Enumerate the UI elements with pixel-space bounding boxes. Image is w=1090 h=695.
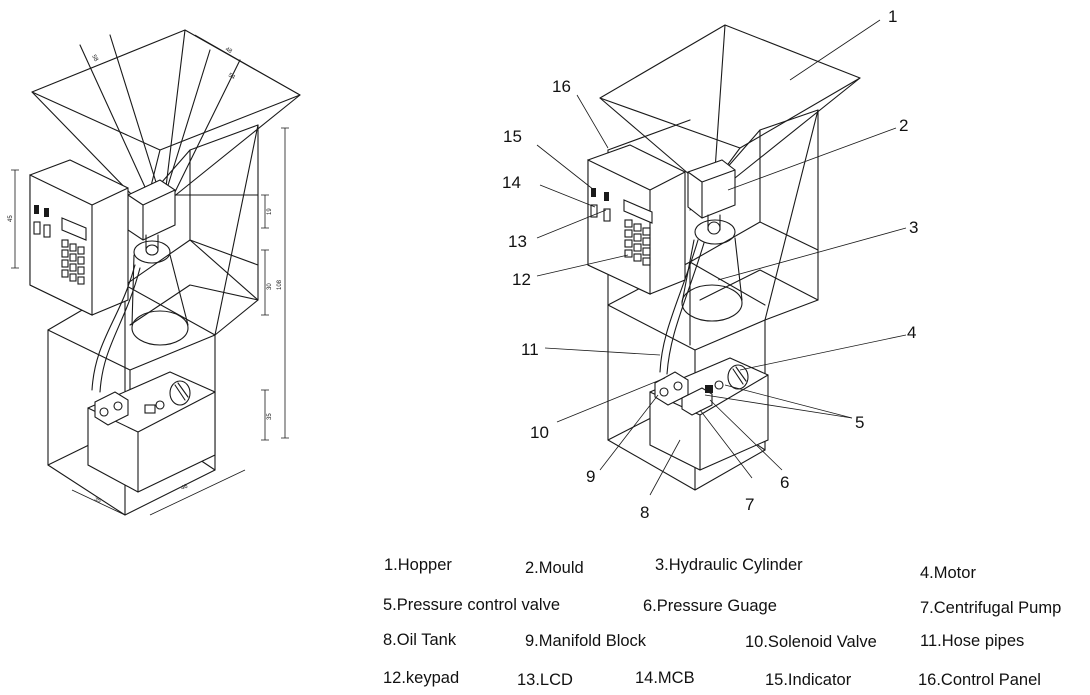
callout-7: 7 [745, 495, 754, 514]
legend-item-8: 8.Oil Tank [383, 631, 457, 649]
legend-item-4: 4.Motor [920, 564, 976, 582]
labeled-drawing: 1 2 3 4 5 6 7 8 9 10 11 12 13 14 15 16 [502, 7, 918, 522]
legend-item-16: 16.Control Panel [918, 671, 1041, 689]
dim-label-5: 19 [267, 208, 273, 215]
callout-3: 3 [909, 218, 918, 237]
right-mould [687, 159, 736, 219]
legend-item-3: 3.Hydraulic Cylinder [655, 556, 803, 574]
legend-item-12: 12.keypad [383, 669, 460, 687]
leader-lines [536, 19, 907, 496]
left-hose-pipes [91, 264, 141, 393]
left-keypad [61, 239, 85, 285]
callout-4: 4 [907, 323, 916, 342]
callout-11: 11 [521, 340, 539, 359]
callout-14: 14 [502, 173, 521, 192]
legend-item-5: 5.Pressure control valve [383, 596, 560, 614]
legend-item-15: 15.Indicator [765, 671, 852, 689]
right-keypad [624, 219, 651, 266]
right-cylinder [681, 214, 743, 322]
right-oil-tank [649, 357, 769, 471]
dim-label-4: 58 [90, 54, 99, 63]
dim-label-3: 54 [227, 73, 236, 82]
right-control-panel [587, 144, 686, 295]
legend-item-6: 6.Pressure Guage [643, 597, 777, 615]
legend-item-10: 10.Solenoid Valve [745, 633, 877, 651]
legend-item-2: 2.Mould [525, 559, 584, 577]
dim-label-1: 45 [8, 215, 14, 222]
dim-label-10: 46 [180, 483, 189, 492]
dim-label-8: 35 [267, 413, 273, 420]
callout-15: 15 [503, 127, 522, 146]
left-cylinder [131, 234, 189, 346]
legend-item-1: 1.Hopper [384, 556, 452, 574]
left-dimension-values: 45 48 54 58 19 30 108 35 35 46 [8, 47, 283, 505]
callout-16: 16 [552, 77, 571, 96]
callout-6: 6 [780, 473, 789, 492]
callout-12: 12 [512, 270, 531, 289]
callout-1: 1 [888, 7, 897, 26]
dimensioned-drawing: 45 48 54 58 19 30 108 35 35 46 [8, 29, 301, 516]
legend-item-9: 9.Manifold Block [525, 632, 647, 650]
left-frame [47, 124, 259, 516]
left-oil-tank [87, 371, 216, 493]
legend-item-7: 7.Centrifugal Pump [920, 599, 1062, 617]
callout-5: 5 [855, 413, 864, 432]
callout-13: 13 [508, 232, 527, 251]
callout-10: 10 [530, 423, 549, 442]
callout-2: 2 [899, 116, 908, 135]
legend-item-11: 11.Hose pipes [920, 632, 1025, 650]
dim-label-7: 108 [277, 279, 283, 290]
left-dimension-lines [11, 34, 301, 516]
dim-label-6: 30 [267, 283, 273, 290]
callout-numbers: 1 2 3 4 5 6 7 8 9 10 11 12 13 14 15 16 [502, 7, 918, 522]
dim-label-9: 35 [93, 496, 102, 505]
legend-item-14: 14.MCB [635, 669, 695, 687]
dim-label-2: 48 [224, 47, 233, 56]
legend-item-13: 13.LCD [517, 671, 573, 689]
callout-8: 8 [640, 503, 649, 522]
left-mould [127, 179, 176, 241]
left-control-panel [29, 159, 129, 316]
callout-9: 9 [586, 467, 595, 486]
right-hose-pipes [659, 239, 705, 375]
